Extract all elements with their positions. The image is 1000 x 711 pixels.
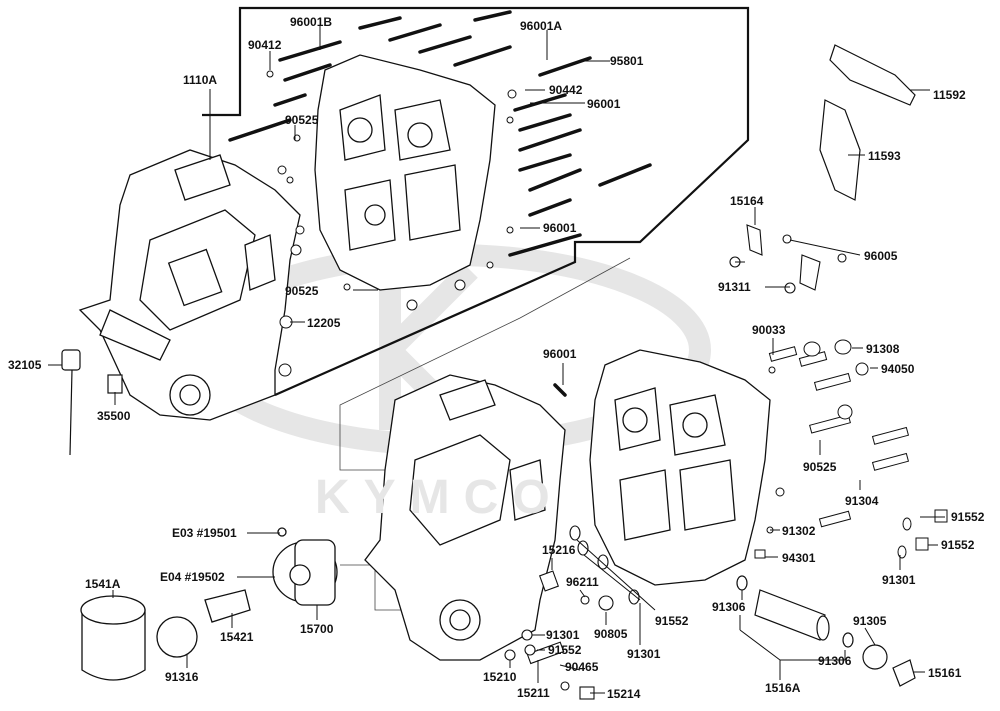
label-91304: 91304 xyxy=(845,494,879,508)
label-91301-b: 91301 xyxy=(627,647,661,661)
watermark-text: KYMCO xyxy=(315,471,564,524)
label-15421: 15421 xyxy=(220,630,254,644)
label-15211: 15211 xyxy=(517,686,550,700)
label-15210: 15210 xyxy=(483,670,517,684)
right-crankcase-upper xyxy=(314,54,496,291)
label-E03-19501: E03 #19501 xyxy=(172,526,237,540)
label-90805: 90805 xyxy=(594,627,628,641)
label-90465: 90465 xyxy=(565,660,599,674)
dowels-and-pins-right xyxy=(754,339,948,559)
label-96001-b: 96001 xyxy=(543,221,577,235)
left-crankcase-upper xyxy=(78,149,301,421)
label-90525-c: 90525 xyxy=(803,460,837,474)
label-91306-b: 91306 xyxy=(818,654,852,668)
small-parts-lower xyxy=(504,525,640,700)
label-32105: 32105 xyxy=(8,358,42,372)
label-96001A: 96001A xyxy=(520,19,563,33)
bolt-heads-upper xyxy=(266,70,517,377)
label-15161: 15161 xyxy=(928,666,962,680)
label-91316: 91316 xyxy=(165,670,199,684)
label-91311: 91311 xyxy=(718,280,751,294)
label-90412: 90412 xyxy=(248,38,282,52)
label-96001B: 96001B xyxy=(290,15,333,29)
bolt-set-upper xyxy=(228,10,652,397)
oil-strainer-1516A xyxy=(736,575,916,687)
label-1541A: 1541A xyxy=(85,577,121,591)
label-91305: 91305 xyxy=(853,614,887,628)
label-1110A: 1110A xyxy=(183,73,218,87)
leader-lines xyxy=(48,26,945,694)
label-15214: 15214 xyxy=(607,687,641,701)
link-parts-15164 xyxy=(729,224,847,294)
label-91301-c: 91301 xyxy=(546,628,580,642)
label-15700: 15700 xyxy=(300,622,334,636)
label-91302: 91302 xyxy=(782,524,816,538)
label-91552-d: 91552 xyxy=(548,643,582,657)
label-35500: 35500 xyxy=(97,409,131,423)
label-94050: 94050 xyxy=(881,362,915,376)
label-96001-c: 96001 xyxy=(543,347,577,361)
label-91308: 91308 xyxy=(866,342,900,356)
label-91552-a: 91552 xyxy=(951,510,985,524)
label-96001-a: 96001 xyxy=(587,97,621,111)
label-96005: 96005 xyxy=(864,249,898,263)
label-12205: 12205 xyxy=(307,316,341,330)
left-crankcase-lower xyxy=(364,374,566,661)
label-91552-c: 91552 xyxy=(655,614,689,628)
label-15216: 15216 xyxy=(542,543,576,557)
label-E04-19502: E04 #19502 xyxy=(160,570,225,584)
label-91301-a: 91301 xyxy=(882,573,916,587)
label-11593: 11593 xyxy=(868,149,901,163)
label-91306-a: 91306 xyxy=(712,600,746,614)
oil-filter-1541A xyxy=(80,589,251,681)
right-crankcase-lower xyxy=(589,349,771,586)
label-90525-a: 90525 xyxy=(285,113,319,127)
brackets-11592-11593 xyxy=(819,44,916,201)
label-91552-b: 91552 xyxy=(941,538,975,552)
label-1516A: 1516A xyxy=(765,681,801,695)
label-95801: 95801 xyxy=(610,54,644,68)
label-11592: 11592 xyxy=(933,88,966,102)
label-15164: 15164 xyxy=(730,194,764,208)
group-outline-lower xyxy=(339,257,631,471)
dipstick-32105 xyxy=(61,349,123,456)
label-96211: 96211 xyxy=(566,575,599,589)
label-90525-b: 90525 xyxy=(285,284,319,298)
label-90442: 90442 xyxy=(549,83,583,97)
label-94301: 94301 xyxy=(782,551,816,565)
oil-cooler-15700 xyxy=(272,527,338,606)
label-90033: 90033 xyxy=(752,323,786,337)
group-outline-upper xyxy=(202,6,750,397)
